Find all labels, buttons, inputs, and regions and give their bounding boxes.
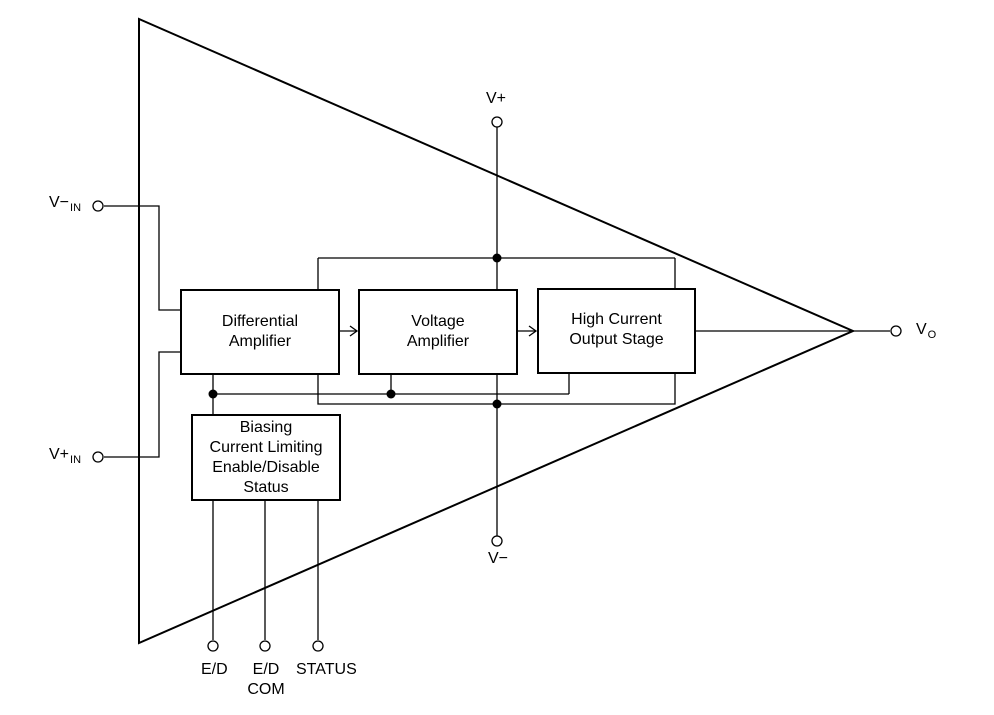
ed-terminal: [207, 640, 219, 652]
vo-terminal: [890, 325, 902, 337]
junction-dot: [386, 389, 396, 399]
diff-to-voltage-arrow: [349, 325, 359, 337]
edcom-label: E/D COM: [245, 660, 287, 700]
block-text-line: Enable/Disable: [212, 458, 320, 476]
vminus-label: V−: [488, 550, 509, 567]
vo-sub: O: [927, 329, 937, 341]
vplus-terminal: [491, 116, 503, 128]
block-text-line: Status: [243, 478, 289, 496]
block-text-line: Differential: [221, 313, 299, 330]
edcom-label-line2: COM: [247, 681, 285, 698]
vplus-label: V+: [486, 90, 507, 107]
voltage-amplifier-text: Voltage Amplifier: [359, 290, 517, 374]
output-stage-text: High Current Output Stage: [538, 288, 695, 372]
block-text-line: Current Limiting: [209, 438, 323, 456]
vin-plus-wire: [104, 351, 181, 458]
block-text-line: Amplifier: [228, 333, 292, 350]
vin-minus-wire: [104, 205, 181, 311]
amplifier-triangle: [138, 17, 856, 645]
block-text-line: Amplifier: [406, 333, 470, 350]
status-label: STATUS: [296, 661, 357, 678]
biasing-box: [191, 414, 341, 501]
biasing-text: Biasing Current Limiting Enable/Disable …: [192, 415, 340, 500]
vin-minus-terminal: [92, 200, 104, 212]
vin-minus-main: V−: [49, 194, 70, 211]
block-text-line: Output Stage: [569, 331, 664, 348]
vminus-terminal: [491, 535, 503, 547]
vo-label: VO: [916, 320, 936, 341]
junction-dot: [492, 253, 502, 263]
block-text-line: Voltage: [411, 313, 465, 330]
vin-plus-terminal: [92, 451, 104, 463]
edcom-terminal: [259, 640, 271, 652]
differential-amplifier-box: [180, 289, 340, 375]
block-text-line: Biasing: [239, 418, 293, 436]
differential-amplifier-text: Differential Amplifier: [181, 290, 339, 374]
voltage-amplifier-box: [358, 289, 518, 375]
ed-label: E/D: [201, 661, 228, 678]
junction-dot: [208, 389, 218, 399]
vin-plus-sub: IN: [70, 454, 82, 466]
vin-plus-main: V+: [49, 446, 70, 463]
vo-main: V: [916, 321, 927, 338]
vin-minus-label: V−IN: [49, 193, 81, 214]
output-stage-box: [537, 288, 696, 374]
vin-minus-sub: IN: [70, 202, 82, 214]
vin-plus-label: V+IN: [49, 445, 81, 466]
junction-dot: [492, 399, 502, 409]
block-text-line: High Current: [571, 311, 662, 328]
status-terminal: [312, 640, 324, 652]
voltage-to-output-arrow: [528, 325, 538, 337]
edcom-label-line1: E/D: [252, 661, 280, 678]
